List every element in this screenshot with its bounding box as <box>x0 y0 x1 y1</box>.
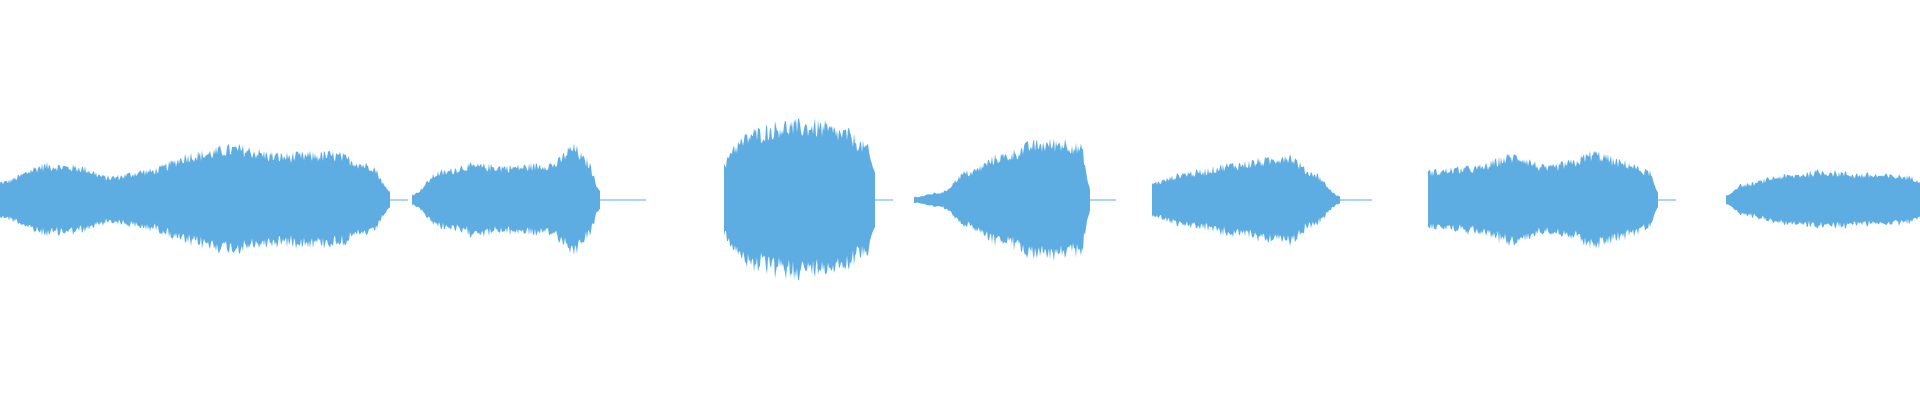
waveform-segment-6[interactable] <box>1428 150 1676 249</box>
waveform-segment-body <box>1428 150 1658 249</box>
waveform-segment-body <box>1152 154 1340 246</box>
waveform-segment-body <box>0 143 390 254</box>
waveform-segment-2[interactable] <box>412 143 646 256</box>
waveform-segment-body <box>1726 169 1920 229</box>
waveform-segment-5[interactable] <box>1152 154 1372 246</box>
waveform-segment-1[interactable] <box>0 143 408 254</box>
waveform-segment-body <box>724 118 875 281</box>
waveform-segment-body <box>914 138 1090 261</box>
waveform-segment-7[interactable] <box>1726 169 1920 229</box>
waveform-segment-3[interactable] <box>724 118 893 281</box>
waveform-segment-4[interactable] <box>914 138 1116 261</box>
waveform-segment-body <box>412 143 600 256</box>
